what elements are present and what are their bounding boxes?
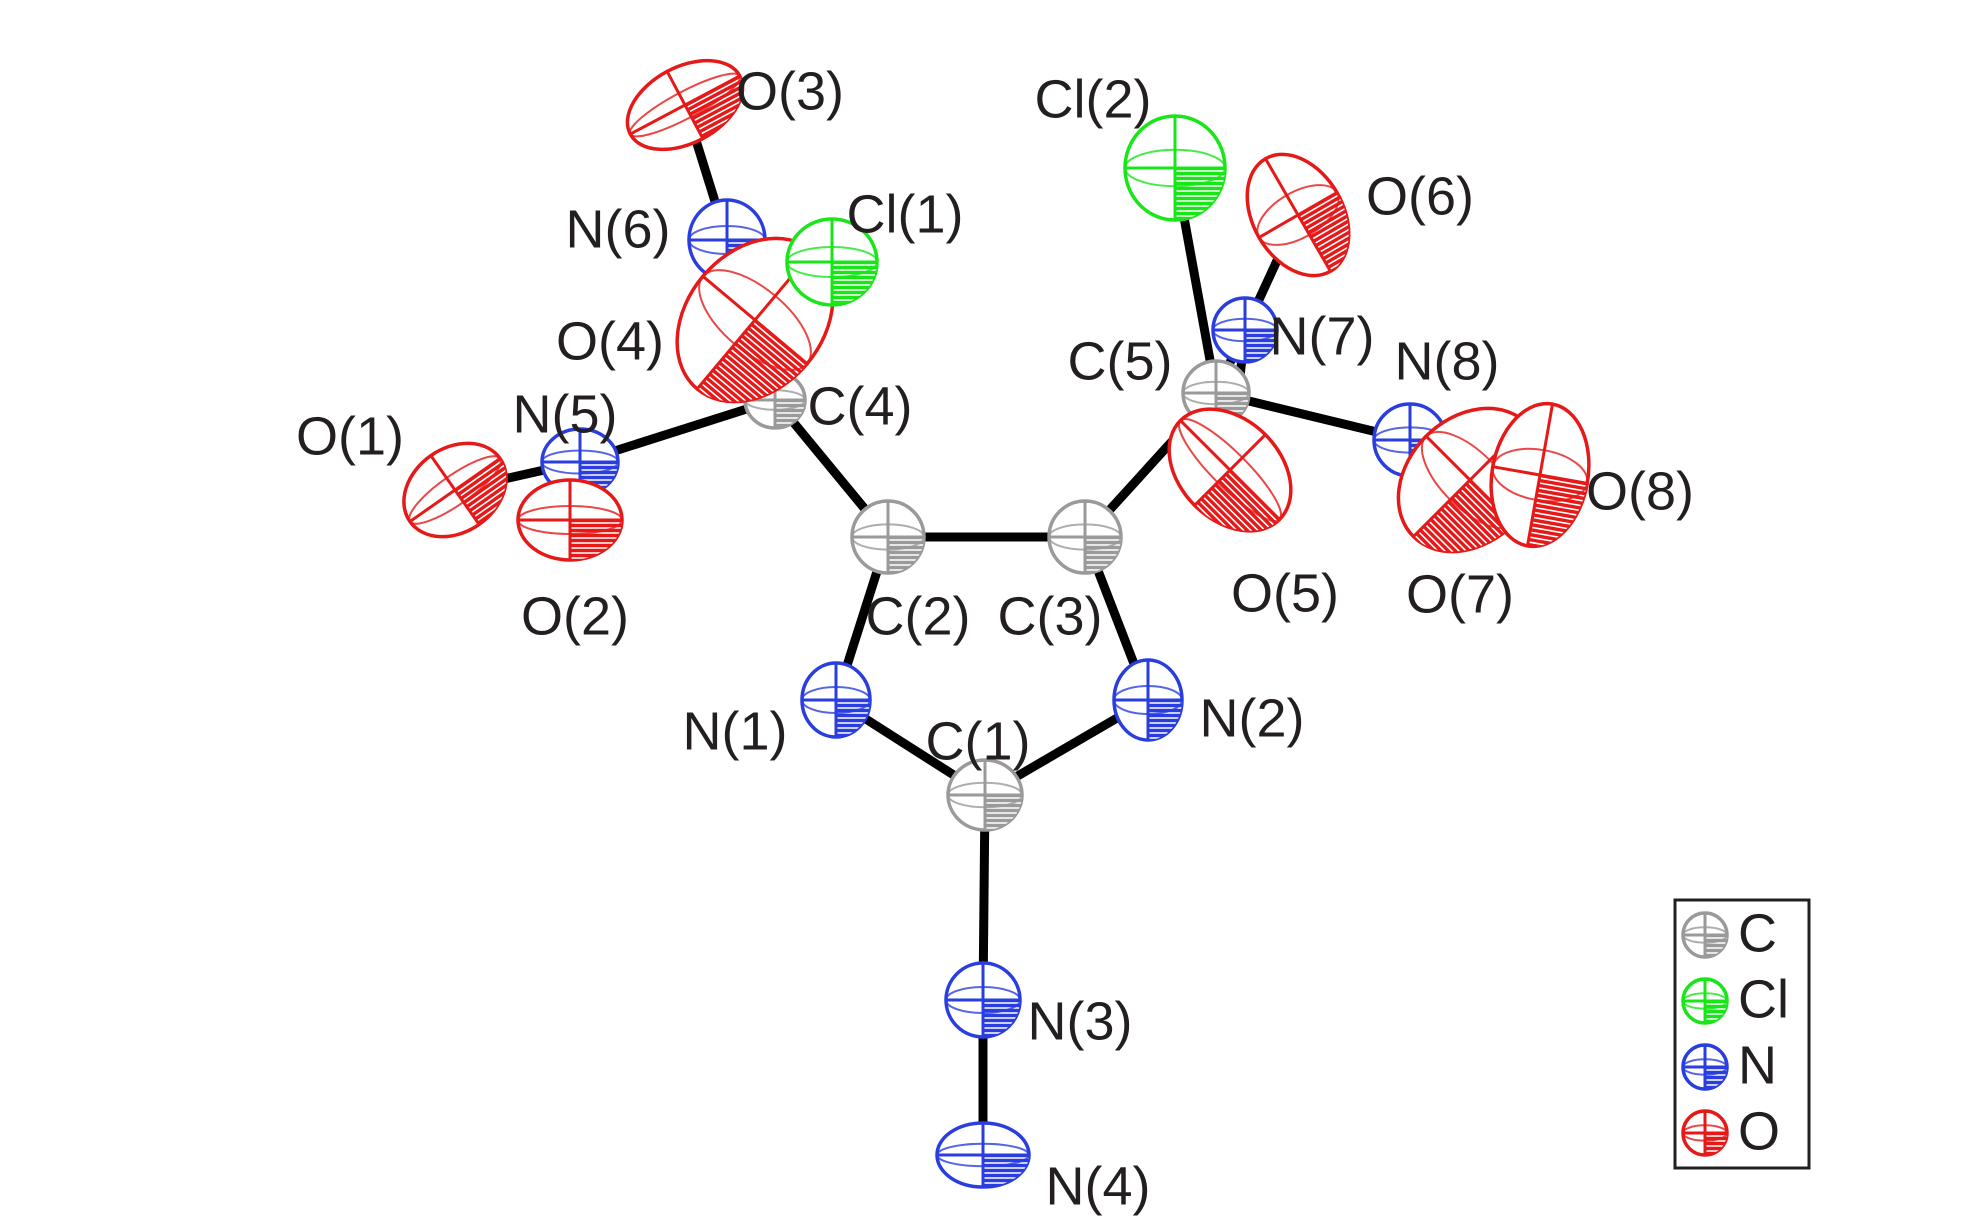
atom-label-n2: N(2) bbox=[1200, 688, 1305, 748]
atom-n2 bbox=[1112, 658, 1184, 742]
atom-label-cl1: Cl(1) bbox=[847, 184, 964, 244]
atom-c2 bbox=[850, 499, 926, 575]
legend-swatch-o bbox=[1681, 1109, 1729, 1157]
atom-label-n3: N(3) bbox=[1028, 991, 1133, 1051]
atom-label-c3: C(3) bbox=[998, 586, 1103, 646]
atom-label-o1: O(1) bbox=[296, 406, 404, 466]
legend-swatch-c bbox=[1681, 911, 1729, 959]
atom-n1 bbox=[800, 661, 872, 739]
atom-o6 bbox=[1245, 152, 1370, 278]
legend-label-cl: Cl bbox=[1738, 969, 1789, 1029]
atom-label-o5: O(5) bbox=[1231, 563, 1339, 623]
atom-label-o2: O(2) bbox=[521, 586, 629, 646]
atom-n4 bbox=[935, 1121, 1031, 1189]
label-layer: C(1) C(2) C(3) C(4) C(5) N(1) N(2) N(3) N(4) N(5)… bbox=[296, 61, 1694, 1216]
atom-cl1 bbox=[785, 217, 879, 307]
atom-label-n4: N(4) bbox=[1046, 1156, 1151, 1216]
atom-layer bbox=[402, 58, 1591, 1189]
legend-label-o: O bbox=[1738, 1101, 1780, 1161]
atom-label-o7: O(7) bbox=[1406, 564, 1514, 624]
atom-label-n1: N(1) bbox=[683, 701, 788, 761]
atom-label-n6: N(6) bbox=[566, 199, 671, 259]
legend-label-c: C bbox=[1738, 903, 1777, 963]
atom-label-o8: O(8) bbox=[1586, 461, 1694, 521]
atom-label-n7: N(7) bbox=[1270, 306, 1375, 366]
atom-label-n5: N(5) bbox=[513, 384, 618, 444]
atom-label-o4: O(4) bbox=[556, 311, 664, 371]
atom-n3 bbox=[944, 961, 1022, 1039]
atom-label-o3: O(3) bbox=[736, 61, 844, 121]
legend-swatch-cl bbox=[1681, 977, 1729, 1025]
atom-label-cl2: Cl(2) bbox=[1035, 69, 1152, 129]
atom-label-o6: O(6) bbox=[1366, 166, 1474, 226]
atom-o3 bbox=[625, 58, 758, 152]
atom-c3 bbox=[1047, 499, 1123, 575]
atom-o2 bbox=[516, 478, 624, 562]
atom-cl2 bbox=[1123, 114, 1227, 222]
legend-label-n: N bbox=[1738, 1035, 1777, 1095]
atom-label-c1: C(1) bbox=[926, 711, 1031, 771]
atom-o1 bbox=[402, 441, 525, 539]
atom-n7 bbox=[1211, 296, 1279, 364]
atom-label-c4: C(4) bbox=[808, 376, 913, 436]
atom-label-c2: C(2) bbox=[866, 586, 971, 646]
legend-swatch-n bbox=[1681, 1043, 1729, 1091]
atom-label-n8: N(8) bbox=[1395, 331, 1500, 391]
atom-label-c5: C(5) bbox=[1068, 331, 1173, 391]
